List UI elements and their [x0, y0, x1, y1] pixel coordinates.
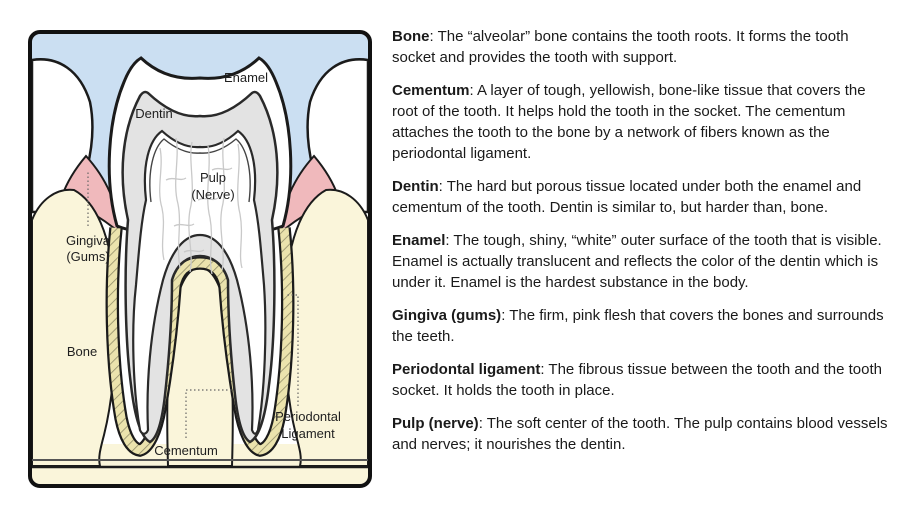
definition-text: : The soft center of the tooth. The pulp… [392, 415, 888, 453]
leader-lines [87, 170, 299, 438]
diagram-frame-border [28, 30, 372, 488]
definition-term: Gingiva (gums) [392, 307, 502, 324]
definition-text: : The tough, shiny, “white” outer surfac… [392, 232, 882, 291]
pulp-label-line1: Pulp [200, 170, 226, 185]
definition-text: : The “alveolar” bone contains the tooth… [392, 28, 849, 66]
gingiva-label-line2: (Gums) [66, 249, 109, 264]
cementum-band-hatch [107, 227, 293, 455]
definition-text: : The hard but porous tissue located und… [392, 178, 862, 216]
definition-term: Cementum [392, 82, 470, 99]
tooth-anatomy-diagram: Enamel Dentin Pulp (Nerve) Gingiva (Gums… [28, 30, 372, 488]
enamel-label: Enamel [224, 70, 268, 85]
definition-pulp: Pulp (nerve): The soft center of the too… [392, 413, 890, 455]
cementum-leader-line [185, 389, 234, 438]
dentin-label: Dentin [135, 106, 173, 121]
cementum-band [105, 227, 295, 457]
definitions-panel: Bone: The “alveolar” bone contains the t… [392, 26, 890, 467]
pulp-label-line2: (Nerve) [191, 187, 234, 202]
definition-cementum: Cementum: A layer of tough, yellowish, b… [392, 80, 890, 164]
definition-text: : A layer of tough, yellowish, bone-like… [392, 82, 866, 162]
definition-term: Enamel [392, 232, 446, 249]
gingiva-label-line1: Gingiva [66, 233, 111, 248]
periodontal-label-line1: Periodontal [275, 409, 341, 424]
periodontal-leader-line [285, 294, 299, 406]
definition-text: : The fibrous tissue between the tooth a… [392, 361, 882, 399]
bone-region-right [283, 188, 368, 467]
definition-periodontal-ligament: Periodontal ligament: The fibrous tissue… [392, 359, 890, 401]
pulp-inner-line [149, 138, 251, 203]
definition-dentin: Dentin: The hard but porous tissue locat… [392, 176, 890, 218]
definition-text: : The firm, pink flesh that covers the b… [392, 307, 884, 345]
definition-term: Pulp (nerve) [392, 415, 479, 432]
definition-gingiva: Gingiva (gums): The firm, pink flesh tha… [392, 305, 890, 347]
definition-bone: Bone: The “alveolar” bone contains the t… [392, 26, 890, 68]
nerve-branches [159, 137, 243, 275]
cementum-label: Cementum [154, 443, 218, 458]
pulp-region [132, 129, 267, 435]
definition-term: Bone [392, 28, 430, 45]
definition-term: Periodontal ligament [392, 361, 541, 378]
periodontal-label-line2: Ligament [281, 426, 335, 441]
definition-term: Dentin [392, 178, 439, 195]
definition-enamel: Enamel: The tough, shiny, “white” outer … [392, 230, 890, 293]
bone-label: Bone [67, 344, 97, 359]
bone-region-left [32, 188, 117, 467]
tooth-diagram-svg: Enamel Dentin Pulp (Nerve) Gingiva (Gums… [28, 30, 372, 488]
